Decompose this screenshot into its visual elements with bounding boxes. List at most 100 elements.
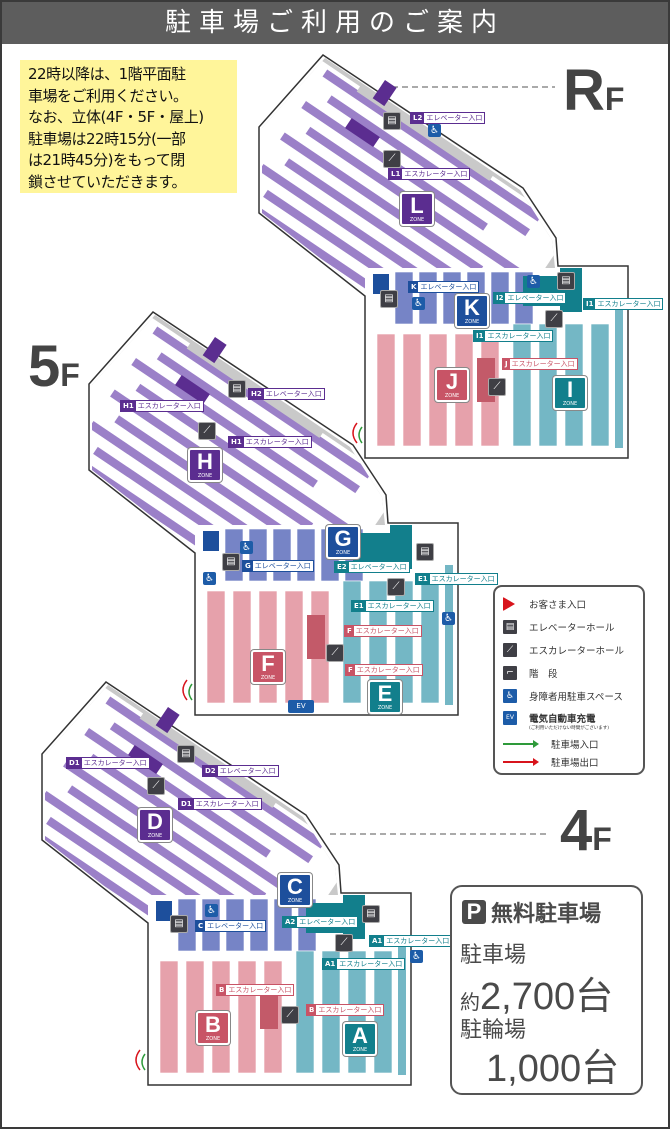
bicycle-capacity: 1,000台 (486, 1048, 620, 1090)
elevator-block (202, 337, 227, 364)
elevator-icon: ▤ (557, 272, 575, 290)
zone-letter: C (287, 874, 303, 899)
zone-caption: ZONE (205, 1036, 221, 1042)
tag-code: E2 (335, 562, 349, 572)
zone-caption: ZONE (377, 705, 393, 711)
blue-stall-row (248, 528, 268, 582)
tag-code: D1 (67, 758, 82, 768)
parking-stall-row (130, 357, 319, 489)
parking-stall-row (156, 351, 361, 495)
zone-letter: E (377, 681, 393, 706)
zone-caption: ZONE (197, 473, 213, 479)
tag-text: エスカレーター入口 (386, 937, 450, 945)
zone-letter: K (464, 295, 480, 320)
wheelchair-icon: ♿ (442, 612, 455, 625)
driveway (139, 712, 277, 808)
elevator-icon: ▤ (177, 745, 195, 763)
parking-stall-row (262, 189, 468, 293)
elevator-block (372, 79, 397, 107)
blue-stall-row (272, 528, 292, 582)
exit-arrow-icon (135, 1049, 141, 1071)
elevator-icon: ▤ (383, 112, 401, 130)
tag-text: エスカレーター入口 (404, 170, 468, 178)
escalator-icon: ⟋ (387, 578, 405, 596)
stairs-icon: ⌐ (503, 666, 517, 680)
wheelchair-icon: ♿ (205, 904, 218, 917)
tag-text: エレベーター入口 (219, 767, 276, 775)
tag-code: E1 (352, 601, 366, 611)
tag-code: C (196, 921, 206, 931)
tag-text: エレベーター入口 (350, 563, 407, 571)
zone-letter: A (352, 1023, 368, 1048)
zone-letter: B (205, 1012, 221, 1037)
tag-text: エレベーター入口 (254, 562, 311, 570)
parking-stall-row (45, 816, 251, 920)
elevator-icon: ▤ (380, 290, 398, 308)
pink-stall-row (232, 590, 252, 704)
legend: お客さま入口 ▤エレベーターホール ⟋エスカレーターホール ⌐階 段 ♿身障者用… (493, 585, 645, 775)
parking-p-icon: P (462, 900, 486, 924)
tag-code: L1 (389, 169, 403, 179)
tag-code: F (346, 665, 355, 675)
elevator-icon: ▤ (222, 553, 240, 571)
pink-stall-row (237, 960, 257, 1074)
tag-code: I1 (584, 299, 596, 309)
teal-stall-row (398, 935, 406, 1075)
car-parking-label: 駐車場 (460, 943, 527, 968)
tag-text: エレベーター入口 (420, 283, 477, 291)
floor-label-5f: 5F (28, 334, 80, 399)
tag-text: エスカレーター入口 (339, 960, 403, 968)
zone-letter: G (334, 526, 352, 551)
zone-caption: ZONE (260, 675, 276, 681)
tag-code: K (409, 282, 419, 292)
tag-text: エスカレーター入口 (137, 402, 201, 410)
legend-parking-out: 駐車場出口 (503, 755, 599, 769)
elevator-block (373, 274, 389, 294)
zone-letter: F (261, 651, 275, 676)
zone-letter: J (445, 369, 459, 394)
escalator-icon: ⟋ (147, 777, 165, 795)
parking-stall-row (92, 446, 298, 550)
notice-line: は21時45分)をもって閉 (28, 151, 185, 169)
zone-caption: ZONE (335, 550, 351, 556)
tag-text: エスカレーター入口 (228, 986, 292, 994)
elevator-icon: ▤ (416, 543, 434, 561)
tag-text: エスカレーター入口 (83, 759, 147, 767)
escalator-icon: ⟋ (198, 422, 216, 440)
escalator-block (175, 375, 210, 405)
wheelchair-icon: ♿ (428, 124, 441, 137)
legend-elevator: ▤エレベーターホール (503, 620, 615, 634)
elevator-icon: ▤ (362, 905, 380, 923)
notice-line: 駐車場は22時15分(一部 (28, 129, 186, 148)
entry-arrow-icon (503, 740, 539, 748)
tag-text: エスカレーター入口 (318, 1006, 382, 1014)
tag-text: エスカレーター入口 (356, 666, 420, 674)
blue-stall-row (296, 528, 316, 582)
tag-text: エレベーター入口 (207, 922, 264, 930)
driveway (356, 85, 494, 181)
notice-line: 鎖させていただきます。 (28, 172, 187, 191)
tag-text: エレベーター入口 (507, 294, 564, 302)
tag-text: エスカレーター入口 (355, 627, 419, 635)
